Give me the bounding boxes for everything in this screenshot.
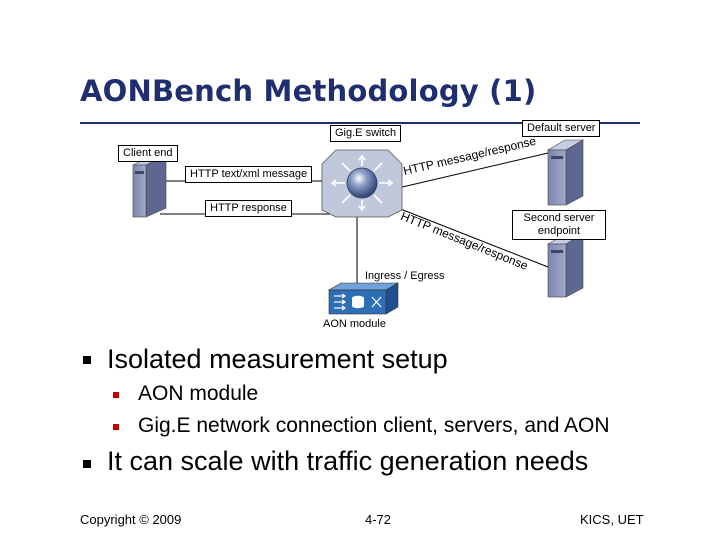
default-server-icon bbox=[546, 139, 585, 206]
sub-bullet-marker bbox=[113, 392, 119, 398]
aon-module-icon bbox=[327, 282, 400, 315]
bullet-marker bbox=[83, 356, 91, 364]
footer-page-number: 4-72 bbox=[365, 512, 392, 527]
sub-bullet-aon-module: AON module bbox=[138, 382, 259, 405]
second-server-label: Second server endpoint bbox=[512, 210, 606, 240]
footer-org: KICS, UET bbox=[580, 512, 644, 527]
http-response-label: HTTP response bbox=[205, 200, 292, 217]
gige-switch-label: Gig.E switch bbox=[330, 125, 402, 142]
second-server-line bbox=[397, 207, 549, 268]
bullet-marker bbox=[83, 460, 91, 468]
http-text-xml-label: HTTP text/xml message bbox=[185, 166, 313, 183]
default-server-label: Default server bbox=[522, 120, 601, 137]
default-server-line bbox=[397, 152, 549, 189]
footer-copyright: Copyright © 2009 bbox=[80, 512, 182, 527]
client-server-icon bbox=[132, 154, 167, 218]
slide-title: AONBench Methodology (1) bbox=[80, 74, 537, 108]
aon-module-label: AON module bbox=[323, 318, 386, 330]
ingress-egress-label: Ingress / Egress bbox=[365, 270, 445, 282]
bullet-isolated-setup: Isolated measurement setup bbox=[107, 344, 448, 374]
switch-icon bbox=[321, 149, 403, 218]
client-end-label: Client end bbox=[118, 145, 178, 162]
title-underline bbox=[80, 122, 640, 124]
sub-bullet-marker bbox=[113, 424, 119, 430]
second-server-icon bbox=[546, 233, 585, 298]
sub-bullet-gige-network: Gig.E network connection client, servers… bbox=[138, 414, 610, 437]
bullet-scale: It can scale with traffic generation nee… bbox=[107, 446, 589, 476]
